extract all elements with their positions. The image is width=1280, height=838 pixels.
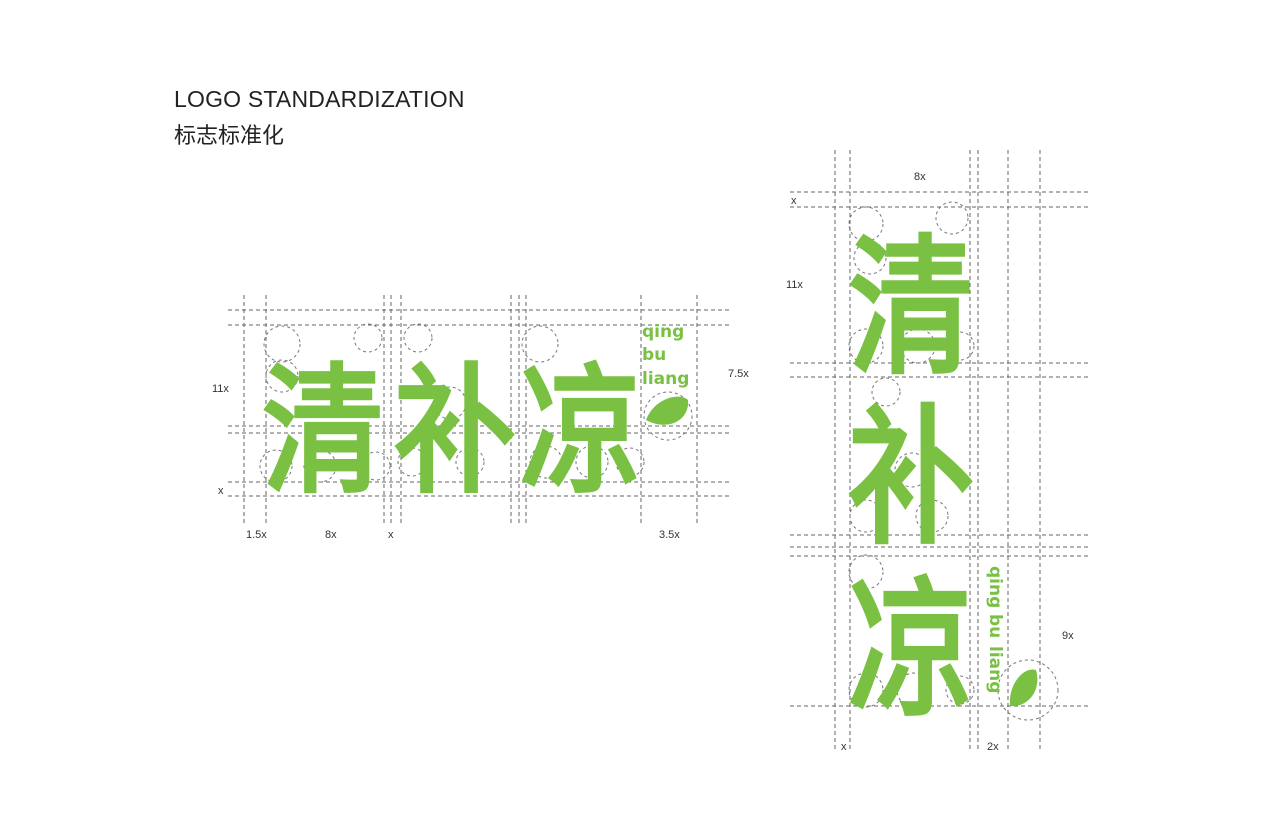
label-height-11x: 11x [212,383,229,395]
vertical-label-2x: 2x [987,741,999,753]
vertical-logo-char-bu: 补 [848,392,974,566]
label-char-width-8x: 8x [325,529,337,541]
horizontal-logo-grid [228,295,730,525]
vertical-pinyin-bu: bu [985,614,1005,638]
label-left-1-5x: 1.5x [246,529,267,541]
logo-char-liang: 凉 [520,351,642,514]
logo-char-bu: 补 [394,351,516,514]
vertical-label-bottom-x: x [841,741,847,753]
vertical-pinyin-qing: qing [985,566,1005,608]
vertical-logo-char-liang: 凉 [848,564,974,738]
vertical-label-8x: 8x [914,171,926,183]
vertical-pinyin-liang: liang [985,646,1005,693]
page-title-cn: 标志标准化 [174,124,285,149]
logo-char-qing: 清 [262,351,384,514]
label-margin-bottom-x: x [218,485,224,497]
vertical-logo: 清 补 凉 qing bu liang [848,222,1038,738]
pinyin-qing: qing [642,322,684,342]
horizontal-logo: 清 补 凉 qing bu liang [262,322,689,514]
vertical-logo-grid [790,150,1090,750]
pinyin-liang: liang [642,369,689,389]
page-title-en: LOGO STANDARDIZATION [174,86,465,112]
label-pinyin-7-5x: 7.5x [728,368,749,380]
label-pinyin-3-5x: 3.5x [659,529,680,541]
pinyin-bu: bu [642,345,666,365]
label-gap-x: x [388,529,394,541]
vertical-label-11x: 11x [786,279,803,291]
vertical-leaf-icon [1009,669,1038,707]
vertical-label-9x: 9x [1062,630,1074,642]
leaf-icon [646,396,689,425]
vertical-logo-char-qing: 清 [848,222,974,396]
vertical-label-top-x: x [791,195,797,207]
